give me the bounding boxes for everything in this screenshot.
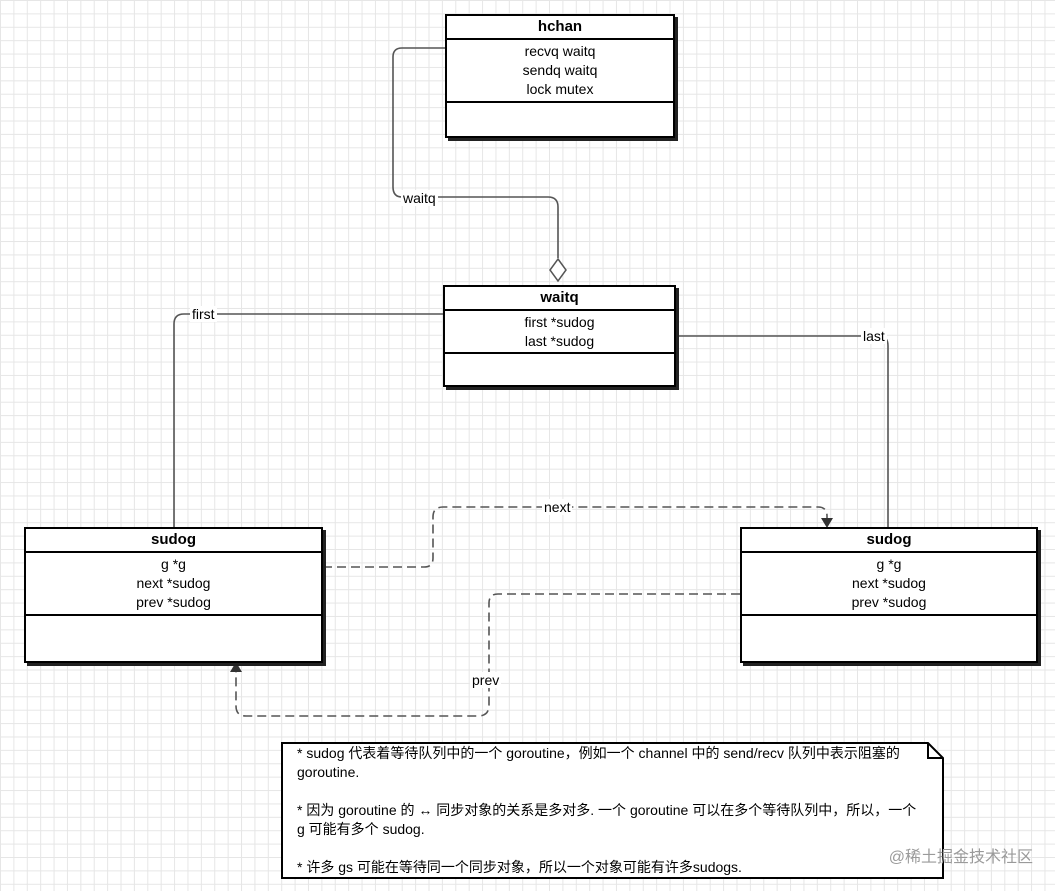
field: recvq waitq (524, 43, 596, 59)
class-sudog-right[interactable]: sudog g *g next *sudog prev *sudog (740, 527, 1038, 663)
note-shape (281, 742, 944, 879)
field: prev *sudog (136, 594, 211, 610)
next-arrowhead-icon (821, 518, 833, 528)
connector-hchan-waitq (392, 47, 559, 258)
class-title: sudog (26, 529, 321, 553)
class-title: waitq (445, 287, 674, 311)
edge-label-prev: prev (470, 672, 502, 688)
prev-arrowhead-icon (230, 662, 242, 672)
field: prev *sudog (851, 594, 927, 610)
connector-waitq-last (676, 335, 889, 528)
class-fields: first *sudog last *sudog (445, 311, 674, 354)
note-paragraph: * 许多 gs 可能在等待同一个同步对象，所以一个对象可能有许多sudogs. (297, 859, 742, 875)
connector-waitq-first (173, 313, 443, 528)
class-sudog-left[interactable]: sudog g *g next *sudog prev *sudog (24, 527, 323, 663)
class-fields: recvq waitq sendq waitq lock mutex (447, 40, 673, 103)
field: last *sudog (524, 333, 595, 349)
edge-label-next: next (542, 499, 573, 515)
field: g *g (876, 556, 902, 572)
class-methods (742, 616, 1036, 661)
edge-label-waitq: waitq (401, 190, 438, 206)
field: lock mutex (526, 81, 594, 97)
note-paragraph: * 因为 goroutine 的 ↔ 同步对象的关系是多对多. 一个 gorou… (297, 802, 917, 837)
note-text: * sudog 代表着等待队列中的一个 goroutine，例如一个 chann… (297, 744, 920, 877)
class-methods (26, 616, 321, 661)
field: g *g (161, 556, 186, 572)
class-fields: g *g next *sudog prev *sudog (26, 553, 321, 616)
field: first *sudog (524, 314, 595, 330)
note-paragraph: * sudog 代表着等待队列中的一个 goroutine，例如一个 chann… (297, 745, 900, 780)
watermark: @稀土掘金技术社区 (888, 849, 1033, 866)
edge-label-first: first (190, 306, 217, 322)
field: sendq waitq (522, 62, 598, 78)
class-methods (447, 103, 673, 136)
note[interactable]: * sudog 代表着等待队列中的一个 goroutine，例如一个 chann… (281, 742, 944, 879)
aggregation-diamond-icon (549, 257, 567, 283)
connector-prev (235, 593, 740, 717)
class-waitq[interactable]: waitq first *sudog last *sudog (443, 285, 676, 387)
class-fields: g *g next *sudog prev *sudog (742, 553, 1036, 616)
class-methods (445, 354, 674, 385)
class-hchan[interactable]: hchan recvq waitq sendq waitq lock mutex (445, 14, 675, 138)
field: next *sudog (852, 575, 926, 591)
field: next *sudog (136, 575, 211, 591)
edge-label-last: last (861, 328, 887, 344)
class-title: sudog (742, 529, 1036, 553)
class-title: hchan (447, 16, 673, 40)
